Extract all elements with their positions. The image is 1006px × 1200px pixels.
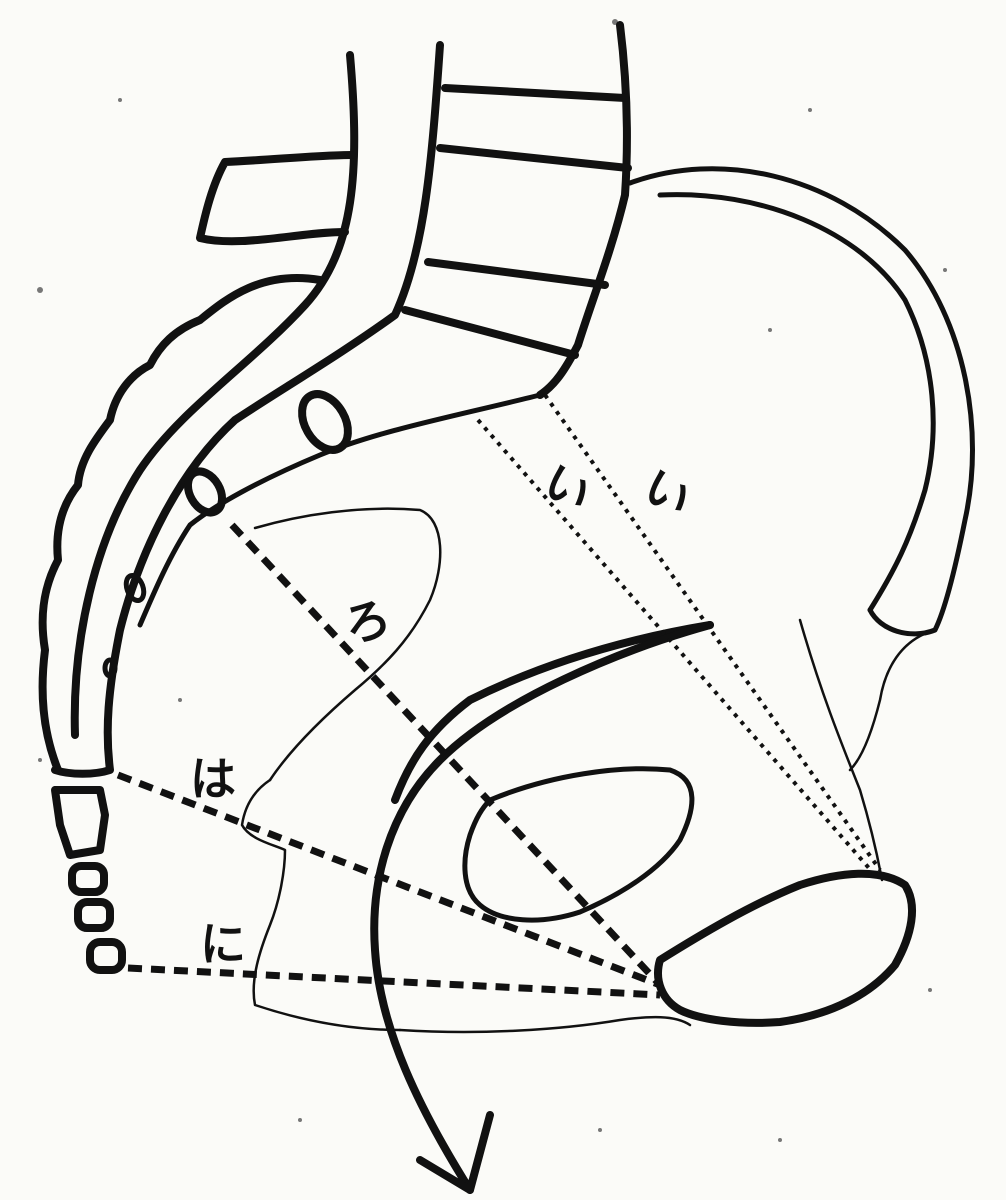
ischiopubic-ramus xyxy=(400,1017,690,1032)
ilium-front-line xyxy=(800,620,882,880)
label-ha: は xyxy=(190,752,236,806)
vertebra-line-1 xyxy=(445,88,625,98)
coccyx-segment-2 xyxy=(72,866,104,892)
vertebra-line-3 xyxy=(428,262,605,285)
lumbar-column-edge xyxy=(540,25,627,395)
pelvic-brim xyxy=(395,625,710,800)
anterior-ilium-edge xyxy=(850,630,935,770)
coccyx-segment-1 xyxy=(55,790,105,855)
transverse-process xyxy=(200,155,352,241)
label-i-1: い xyxy=(534,453,601,523)
iliac-crest-outer xyxy=(630,169,973,634)
label-i-2: い xyxy=(634,458,701,528)
pubic-body xyxy=(658,874,912,1023)
pelvic-axis-curve xyxy=(374,625,710,1190)
iliac-crest-inner xyxy=(660,195,933,610)
vertebra-line-2 xyxy=(440,148,628,168)
coccyx-segment-3 xyxy=(78,902,110,928)
diameter-line-ni xyxy=(128,968,660,995)
sacral-crest xyxy=(43,278,320,770)
coccyx-segment-4 xyxy=(90,942,122,970)
label-ni: に xyxy=(200,917,246,971)
vertebra-line-4 xyxy=(405,310,575,355)
sacral-foramen-2 xyxy=(181,465,229,518)
conjugate-line-i-outer xyxy=(545,395,880,870)
